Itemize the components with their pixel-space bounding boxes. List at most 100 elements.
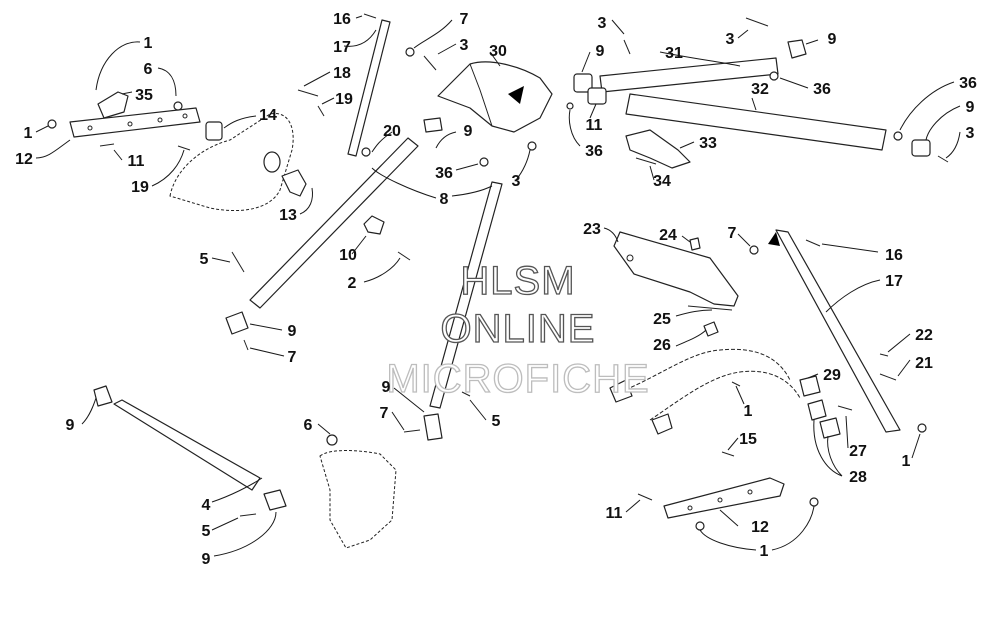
screw-22: [879, 353, 889, 357]
bolt-34: [635, 157, 657, 165]
callout-3: 3: [966, 125, 975, 142]
tube-8: [429, 181, 503, 409]
callout-2: 2: [348, 275, 357, 292]
cap-9-31: [787, 39, 807, 59]
tube-20: [249, 137, 419, 309]
callout-3: 3: [598, 15, 607, 32]
cap-9-arm: [93, 385, 113, 407]
callout-10: 10: [339, 247, 357, 264]
nut-1-right: [917, 423, 927, 433]
arm-4: [113, 399, 261, 491]
callout-33: 33: [699, 135, 717, 152]
spacer-14: [263, 151, 281, 173]
bracket-23: [613, 231, 739, 307]
watermark-line-1: HLSM: [460, 259, 575, 303]
callout-3: 3: [460, 37, 469, 54]
callout-32: 32: [751, 81, 769, 98]
clamp-29: [799, 375, 821, 397]
callout-11: 11: [586, 117, 603, 134]
callout-9: 9: [596, 43, 605, 60]
bolt-18: [297, 89, 319, 97]
callout-19: 19: [131, 179, 149, 196]
callout-3: 3: [726, 31, 735, 48]
callout-34: 34: [653, 173, 671, 190]
callout-36: 36: [585, 143, 603, 160]
bracket-12-top-left: [69, 107, 201, 138]
callout-9: 9: [288, 323, 297, 340]
bolt-5-arm: [239, 513, 257, 517]
plate-14: [169, 113, 294, 212]
nut-7-right: [749, 245, 759, 255]
callout-7: 7: [728, 225, 737, 242]
leader-lines: [35, 15, 961, 557]
callout-29: 29: [823, 367, 841, 384]
harness-wires: [619, 348, 801, 421]
watermark-line-3: MICROFICHE: [386, 357, 649, 401]
nut-9-mid: [566, 102, 574, 110]
callout-9: 9: [828, 31, 837, 48]
pin-2: [397, 251, 411, 261]
nut-1-lower-b: [809, 497, 819, 507]
callout-labels: 1 6 35 1 12 11 19 14 13 16 17 7 18 19 3 …: [15, 11, 977, 568]
callout-1: 1: [144, 35, 153, 52]
callout-9: 9: [966, 99, 975, 116]
tube-32: [625, 93, 887, 151]
callout-6: 6: [144, 61, 153, 78]
callout-30: 30: [489, 43, 507, 60]
bolt-26: [703, 321, 719, 337]
callout-13: 13: [279, 207, 297, 224]
bushing-11: [587, 87, 607, 105]
callout-12: 12: [751, 519, 769, 536]
callout-36: 36: [813, 81, 831, 98]
nut-36-31: [769, 71, 779, 81]
cap-9-right: [911, 139, 931, 157]
clamp-10: [363, 215, 385, 235]
strut-17-upper: [347, 19, 391, 157]
callout-16: 16: [333, 11, 351, 28]
bushing-9-31: [573, 73, 593, 93]
callout-5: 5: [202, 523, 211, 540]
callout-22: 22: [915, 327, 933, 344]
clamp-28a: [807, 399, 827, 421]
callout-9: 9: [382, 379, 391, 396]
bolt-27: [837, 405, 853, 411]
nut-3-head: [527, 141, 537, 151]
watermark-line-2: ONLINE: [441, 307, 596, 351]
nut-6-lower: [326, 434, 338, 446]
strut-17-right: [775, 229, 901, 433]
arrow-right: [768, 232, 780, 246]
callout-14: 14: [259, 107, 277, 124]
arrow-head: [508, 86, 524, 104]
callout-7: 7: [380, 405, 389, 422]
callout-26: 26: [653, 337, 671, 354]
frame-section: [319, 450, 397, 549]
callout-24: 24: [659, 227, 677, 244]
callout-1: 1: [24, 125, 33, 142]
bolt-7-left: [243, 339, 249, 351]
nut-36-head: [479, 157, 489, 167]
head-30: [437, 61, 553, 133]
callout-12: 12: [15, 151, 33, 168]
bolt-11-top-left: [99, 143, 115, 147]
bolt-3-31: [745, 17, 769, 27]
bracket-12-lower-right: [663, 477, 785, 519]
callout-35: 35: [135, 87, 153, 104]
callout-17: 17: [885, 273, 903, 290]
callout-15: 15: [739, 431, 757, 448]
callout-23: 23: [583, 221, 601, 238]
callout-21: 21: [915, 355, 933, 372]
callout-16: 16: [885, 247, 903, 264]
clip-35: [97, 91, 129, 119]
callout-7: 7: [460, 11, 469, 28]
nut-36-right: [893, 131, 903, 141]
bolt-3-upper: [623, 39, 631, 55]
strip-25: [687, 305, 733, 311]
bolt-7-mid: [403, 429, 421, 433]
callout-19: 19: [335, 91, 353, 108]
bolt-16-top: [363, 13, 377, 19]
callout-9: 9: [202, 551, 211, 568]
callout-36: 36: [435, 165, 453, 182]
callout-4: 4: [202, 497, 211, 514]
bushing-14: [205, 121, 223, 141]
